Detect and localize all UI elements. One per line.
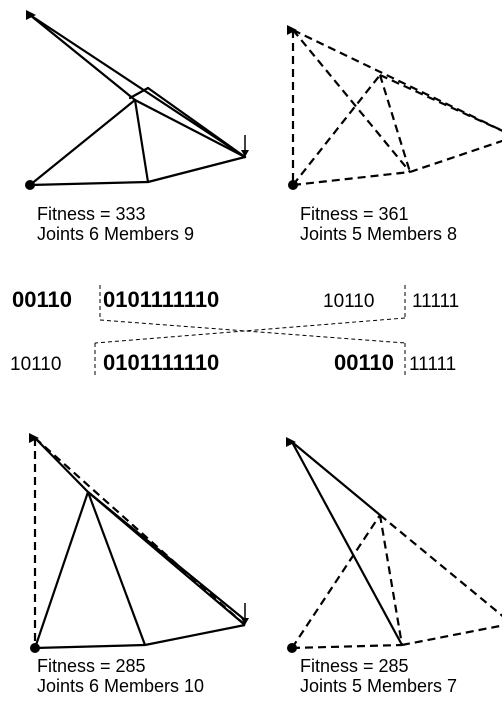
chromosome-row-2: 10110 0101111110 00110 11111 — [10, 350, 456, 375]
bit-segment: 10110 — [323, 291, 374, 312]
pin-support-icon — [26, 10, 36, 20]
member — [378, 514, 404, 646]
bit-segment: 00110 — [12, 287, 72, 312]
truss-child-a — [33, 437, 246, 650]
bit-segment: 0101111110 — [103, 287, 219, 312]
member — [133, 98, 247, 159]
truss-parent-a — [28, 13, 247, 187]
member — [378, 74, 412, 173]
supports-child-b — [286, 437, 297, 653]
truss-child-b — [291, 441, 502, 650]
fitness-label: Fitness = 285 — [300, 656, 409, 676]
truss-parent-b — [291, 29, 502, 187]
member — [409, 139, 502, 174]
pin-support-icon — [287, 25, 297, 35]
member — [291, 441, 381, 516]
member — [34, 437, 89, 493]
pin-support-icon — [286, 437, 296, 447]
bit-segment: 10110 — [10, 354, 61, 375]
bit-segment: 11111 — [412, 291, 459, 312]
member — [28, 13, 137, 102]
member — [34, 437, 246, 626]
member — [87, 491, 246, 621]
fitness-label: Fitness = 361 — [300, 204, 409, 224]
bit-segment: 0101111110 — [103, 350, 219, 375]
member — [379, 73, 502, 132]
load-arrowhead-icon — [241, 150, 249, 157]
member — [291, 441, 403, 646]
member — [292, 29, 411, 173]
crossover-lines — [94, 285, 406, 378]
bit-segment: 00110 — [334, 350, 394, 375]
member — [291, 643, 403, 650]
load-arrowhead-icon — [241, 618, 249, 625]
joints-members-label: Joints 6 Members 10 — [37, 676, 204, 696]
member — [292, 74, 381, 186]
roller-support-icon — [287, 643, 297, 653]
member — [28, 13, 247, 159]
supports-parent-a — [25, 10, 249, 190]
member — [86, 491, 147, 646]
member — [291, 514, 381, 649]
member — [28, 98, 137, 187]
pin-support-icon — [29, 433, 39, 443]
member — [292, 29, 502, 132]
chromosome-row-1: 00110 0101111110 10110 11111 — [12, 287, 459, 312]
member — [292, 170, 411, 187]
member — [401, 624, 502, 647]
swap-line — [94, 317, 406, 344]
bit-segment: 11111 — [409, 354, 456, 375]
roller-support-icon — [30, 643, 40, 653]
roller-support-icon — [288, 180, 298, 190]
member — [144, 623, 246, 647]
member — [33, 491, 90, 649]
member — [379, 514, 502, 617]
member — [28, 180, 150, 187]
member — [133, 98, 150, 184]
roller-support-icon — [25, 180, 35, 190]
member — [146, 155, 247, 184]
member — [146, 86, 247, 159]
member — [34, 643, 146, 650]
joints-members-label: Joints 5 Members 7 — [300, 676, 457, 696]
fitness-label: Fitness = 285 — [37, 656, 146, 676]
fitness-label: Fitness = 333 — [37, 204, 146, 224]
member — [128, 86, 150, 100]
joints-members-label: Joints 5 Members 8 — [300, 224, 457, 244]
supports-child-a — [29, 433, 249, 653]
supports-parent-b — [287, 25, 298, 190]
swap-line — [99, 319, 406, 344]
joints-members-label: Joints 6 Members 9 — [37, 224, 194, 244]
